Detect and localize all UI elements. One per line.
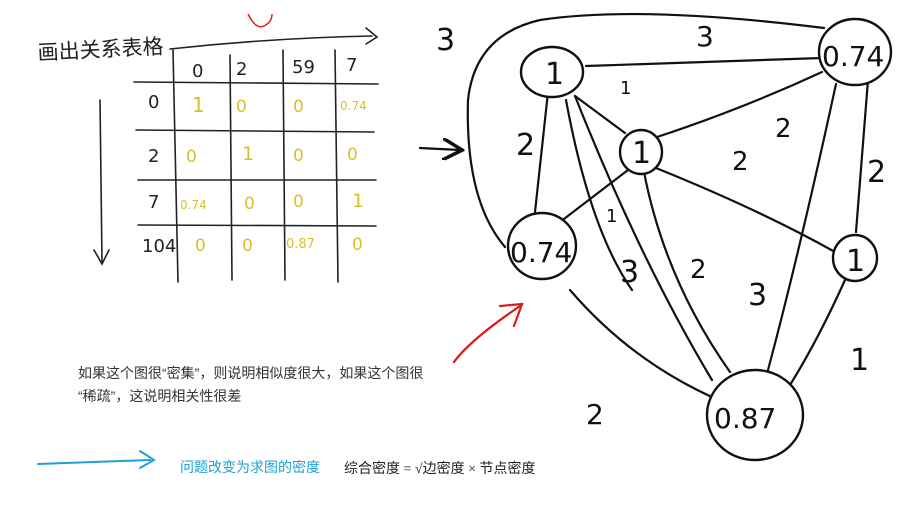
edge-label: 1 bbox=[606, 206, 617, 227]
graph-node-circle bbox=[519, 45, 585, 99]
edge-label: 1 bbox=[850, 343, 869, 378]
edge-label: 2 bbox=[867, 155, 886, 190]
table-cell: 0 bbox=[293, 97, 304, 117]
row-header: 7 bbox=[148, 192, 159, 213]
edge-label: 2 bbox=[586, 398, 604, 431]
red-mark bbox=[247, 13, 273, 28]
relation-table bbox=[93, 27, 379, 283]
graph-node-label: 0.87 bbox=[714, 402, 776, 435]
edge-label: 2 bbox=[690, 255, 707, 285]
edge-label: 3 bbox=[436, 23, 455, 58]
graph-node-label: 0.74 bbox=[510, 236, 572, 269]
table-cell: 0.74 bbox=[180, 198, 207, 212]
row-header: 0 bbox=[148, 92, 159, 113]
table-cell: 0.74 bbox=[340, 99, 367, 113]
formula-text: 综合密度 = √边密度 × 节点密度 bbox=[344, 462, 536, 477]
col-header: 0 bbox=[192, 61, 203, 82]
note-line-1: 如果这个图很“密集”，则说明相似度很大，如果这个图很 bbox=[78, 365, 424, 381]
table-cell: 0 bbox=[242, 236, 253, 256]
edge-label: 2 bbox=[732, 147, 749, 177]
red-arrow bbox=[452, 302, 524, 364]
table-col-headers: 0 2 59 7 bbox=[192, 55, 357, 82]
graph-node-circle bbox=[817, 17, 893, 87]
table-cell: 0 bbox=[347, 145, 358, 165]
col-header: 59 bbox=[292, 57, 315, 78]
edge-label: 1 bbox=[620, 78, 631, 99]
row-header: 104 bbox=[142, 236, 176, 257]
graph-node-label: 1 bbox=[846, 244, 865, 279]
edge-label: 3 bbox=[620, 255, 639, 290]
graph-edges bbox=[418, 12, 870, 400]
table-cell: 0 bbox=[352, 235, 363, 255]
table-cell: 0 bbox=[236, 97, 247, 117]
row-header: 2 bbox=[148, 146, 159, 167]
table-cell: 0 bbox=[244, 194, 255, 214]
edge-label: 3 bbox=[696, 20, 714, 53]
table-cell: 0.87 bbox=[286, 237, 315, 252]
table-cell: 1 bbox=[192, 93, 205, 117]
table-cell: 1 bbox=[352, 190, 364, 212]
graph-node-labels: 1 0.74 1 0.74 1 0.87 bbox=[510, 40, 884, 435]
graph-node-circle bbox=[618, 128, 664, 176]
graph-node-label: 1 bbox=[632, 136, 651, 171]
edge-label: 2 bbox=[516, 128, 535, 163]
col-header: 2 bbox=[236, 59, 247, 80]
table-cell: 0 bbox=[293, 192, 304, 212]
table-row-headers: 0 2 7 104 bbox=[142, 92, 176, 257]
table-cell: 0 bbox=[293, 146, 304, 166]
graph-node-label: 1 bbox=[545, 57, 564, 92]
table-title: 画出关系表格 bbox=[37, 34, 164, 65]
graph-node-circle bbox=[506, 211, 578, 281]
graph-node-circle bbox=[831, 233, 879, 283]
table-cell: 1 bbox=[242, 143, 254, 165]
edge-label: 3 bbox=[748, 278, 767, 313]
note-line-2: “稀疏”，这说明相关性很差 bbox=[78, 388, 242, 404]
problem-text: 问题改变为求图的密度 bbox=[180, 459, 320, 475]
table-cell: 0 bbox=[195, 236, 206, 256]
graph-edge-labels: 3 3 1 2 2 2 2 1 3 2 3 1 2 bbox=[436, 20, 886, 431]
graph-node-circle bbox=[705, 368, 805, 462]
table-cells: 1 0 0 0.74 0 1 0 0 0.74 0 0 1 0 0 0.87 0 bbox=[180, 93, 367, 256]
col-header: 7 bbox=[346, 55, 357, 76]
blue-arrow-icon bbox=[37, 450, 156, 469]
table-cell: 0 bbox=[186, 147, 197, 167]
edge-label: 2 bbox=[775, 114, 792, 144]
graph-node-label: 0.74 bbox=[822, 40, 884, 73]
graph-nodes bbox=[506, 17, 893, 462]
